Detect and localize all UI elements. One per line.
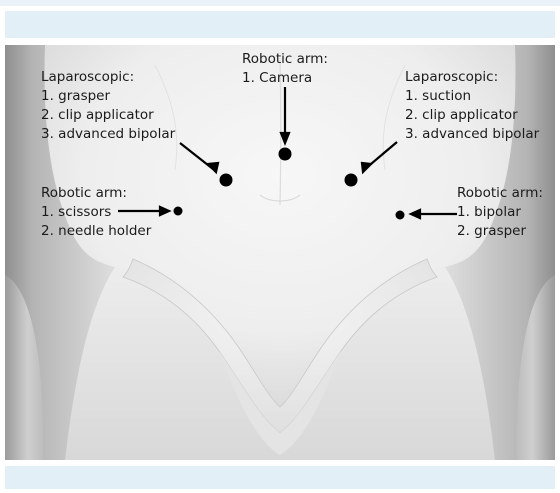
left-lap-heading: Laparoscopic: <box>41 68 175 87</box>
camera-label-item: 1. Camera <box>242 69 328 88</box>
torso-figure: Robotic arm: 1. Camera Laparoscopic: 1. … <box>5 45 555 460</box>
right-robotic-item-1: 1. bipolar <box>457 203 543 222</box>
left-robotic-port <box>174 207 183 216</box>
camera-label-heading: Robotic arm: <box>242 50 328 69</box>
right-robotic-heading: Robotic arm: <box>457 184 543 203</box>
right-robotic-item-2: 2. grasper <box>457 222 543 241</box>
top-strip <box>0 0 560 6</box>
left-lap-item-1: 1. grasper <box>41 87 175 106</box>
header-band <box>5 11 555 38</box>
left-lap-item-3: 3. advanced bipolar <box>41 125 175 144</box>
right-lap-heading: Laparoscopic: <box>405 68 539 87</box>
right-laparoscopic-label: Laparoscopic: 1. suction 2. clip applica… <box>405 68 539 144</box>
right-robotic-label: Robotic arm: 1. bipolar 2. grasper <box>457 184 543 241</box>
camera-label: Robotic arm: 1. Camera <box>242 50 328 88</box>
footer-band <box>5 466 555 489</box>
left-robotic-heading: Robotic arm: <box>41 184 151 203</box>
right-lap-item-1: 1. suction <box>405 87 539 106</box>
right-lap-item-2: 2. clip applicator <box>405 106 539 125</box>
camera-port <box>279 148 292 161</box>
right-laparoscopic-port <box>345 174 358 187</box>
right-robotic-port <box>396 211 405 220</box>
left-lap-item-2: 2. clip applicator <box>41 106 175 125</box>
left-robotic-label: Robotic arm: 1. scissors 2. needle holde… <box>41 184 151 241</box>
left-robotic-item-1: 1. scissors <box>41 203 151 222</box>
left-laparoscopic-port <box>220 174 233 187</box>
left-robotic-item-2: 2. needle holder <box>41 222 151 241</box>
left-laparoscopic-label: Laparoscopic: 1. grasper 2. clip applica… <box>41 68 175 144</box>
right-lap-item-3: 3. advanced bipolar <box>405 125 539 144</box>
